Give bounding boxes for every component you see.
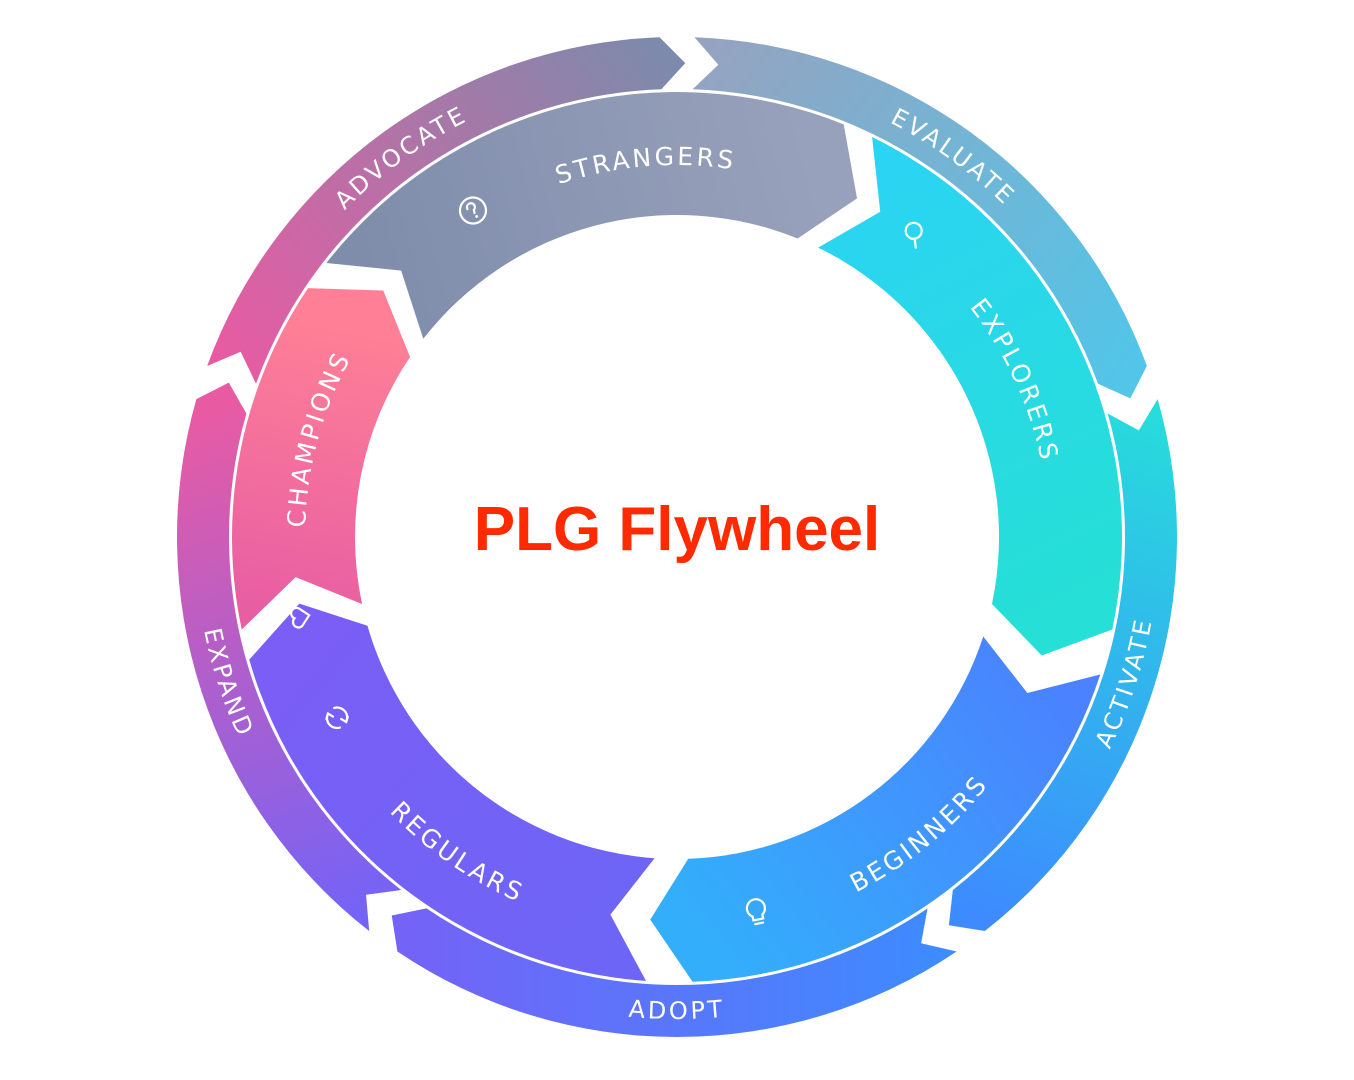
outer-segment-evaluate (692, 37, 1147, 399)
inner-segment-explorers (818, 137, 1122, 656)
inner-segment-beginners (650, 636, 1101, 982)
search-icon (904, 221, 923, 249)
outer-label-adopt: ADOPT (628, 995, 727, 1025)
inner-ring: STRANGERSEXPLORERSBEGINNERSREGULARSCHAMP… (232, 91, 1122, 982)
refresh-icon (325, 706, 349, 730)
question-circle-icon (458, 196, 488, 225)
inner-segment-champions (232, 288, 411, 630)
outer-segment-activate (948, 399, 1177, 932)
outer-segment-adopt (391, 908, 957, 1037)
outer-segment-advocate (207, 37, 686, 384)
heart-icon (290, 606, 311, 629)
inner-segment-regulars (249, 603, 655, 981)
diagram-title: PLG Flywheel (473, 495, 881, 564)
inner-segment-strangers (326, 91, 858, 339)
outer-segment-expand (177, 382, 402, 932)
lightbulb-icon (745, 898, 766, 926)
